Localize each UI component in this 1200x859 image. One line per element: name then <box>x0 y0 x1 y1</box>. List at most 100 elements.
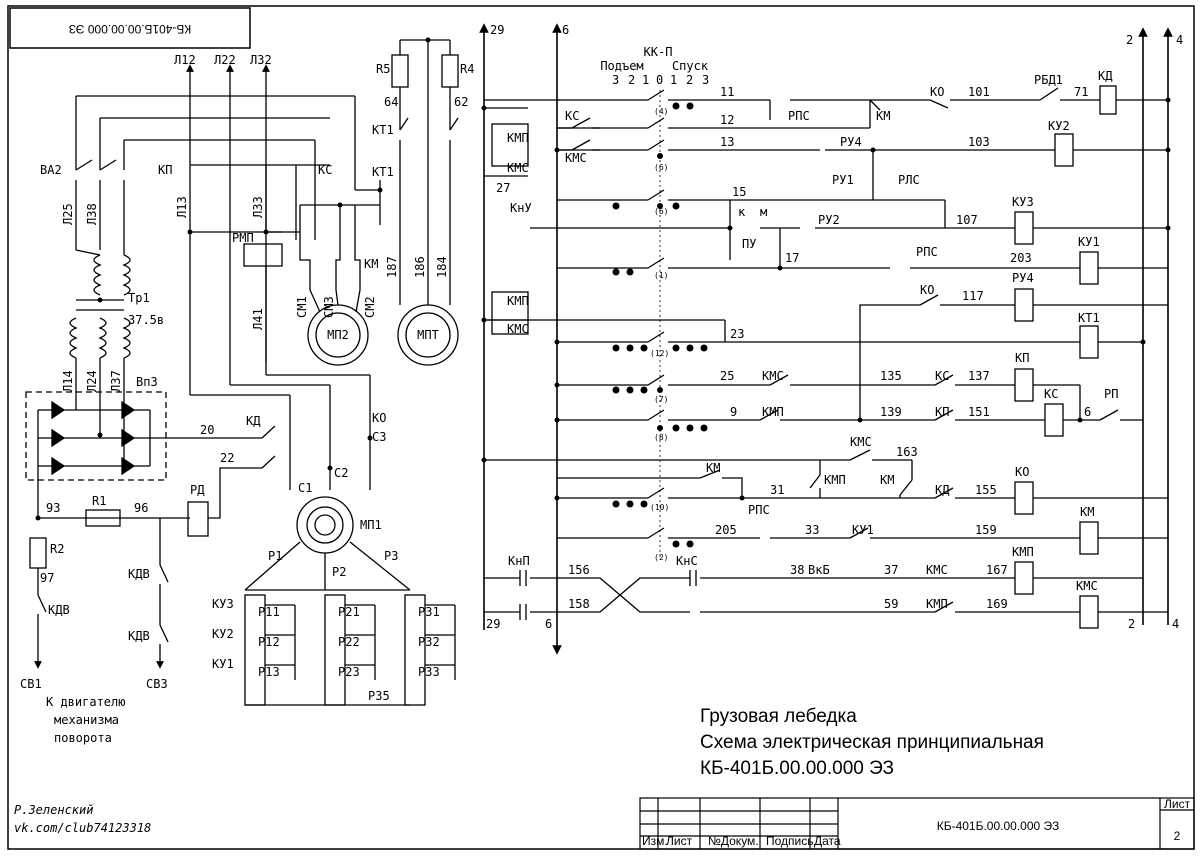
label-l22: Л22 <box>214 53 236 67</box>
tb-code: КБ-401Б.00.00.000 ЭЗ <box>937 819 1060 833</box>
label-12: 12 <box>720 113 734 127</box>
label-101: 101 <box>968 85 990 99</box>
label-p21: Р21 <box>338 605 360 619</box>
controller-pos-2: 1 <box>642 73 649 87</box>
label-km: КМ <box>364 257 378 271</box>
label-rls: РЛС <box>898 173 920 187</box>
label-205: 205 <box>715 523 737 537</box>
label-107: 107 <box>956 213 978 227</box>
label-15: 15 <box>732 185 746 199</box>
power-circuit <box>25 39 459 706</box>
label-ko-2: КО <box>920 283 934 297</box>
label-ku2: КУ2 <box>212 627 234 641</box>
label-p12: Р12 <box>258 635 280 649</box>
label-sec-12: (12) <box>650 349 669 358</box>
label-187: 187 <box>385 256 399 278</box>
label-mp1: МП1 <box>360 518 382 532</box>
label-rps-2: РПС <box>916 245 938 259</box>
label-ru4-a: РУ4 <box>840 135 862 149</box>
control-labels: КМП КМС КС КМС 27 КнУ КМП КМС КнП КнС (4… <box>496 69 1118 611</box>
label-37: 37 <box>884 563 898 577</box>
label-kd-coil: КД <box>1098 69 1113 83</box>
label-13: 13 <box>720 135 734 149</box>
label-knc: КнС <box>676 554 698 568</box>
label-kp-2: КП <box>935 405 949 419</box>
label-64: 64 <box>384 95 398 109</box>
tb-sheet-label: Лист <box>1164 797 1191 811</box>
label-c1: С1 <box>298 481 312 495</box>
label-tr1: Тр1 <box>128 291 150 305</box>
label-kms-6: КМС <box>926 563 948 577</box>
label-kdv-2: КДВ <box>128 567 150 581</box>
label-sec-7: (7) <box>654 395 668 404</box>
label-sec-1: (1) <box>654 271 668 280</box>
label-knp: КнП <box>508 554 530 568</box>
tb-sheet-number: 2 <box>1174 829 1181 843</box>
label-pu: ПУ <box>742 237 756 251</box>
label-ku1-b: КУ1 <box>852 523 874 537</box>
tb-col-date: Дата <box>814 834 841 848</box>
label-156: 156 <box>568 563 590 577</box>
label-kmp-5: КМП <box>926 597 948 611</box>
label-kms-2: КМС <box>565 151 587 165</box>
label-ku1: КУ1 <box>212 657 234 671</box>
label-k: к <box>738 205 746 219</box>
label-151: 151 <box>968 405 990 419</box>
label-p23: Р23 <box>338 665 360 679</box>
label-sec-10: (10) <box>650 503 669 512</box>
label-kms-4: КМС <box>762 369 784 383</box>
controller-pos-3: 0 <box>656 73 663 87</box>
label-kmp-3: КМП <box>762 405 784 419</box>
label-kmp-4: КМП <box>824 473 846 487</box>
label-l12: Л12 <box>174 53 196 67</box>
bus-2-bottom: 2 <box>1128 617 1135 631</box>
label-ku3: КУ3 <box>212 597 234 611</box>
bus-29-top: 29 <box>490 23 504 37</box>
label-km-1: КМ <box>876 109 890 123</box>
label-r1: R1 <box>92 494 106 508</box>
note-line-3: поворота <box>54 731 112 745</box>
label-9: 9 <box>730 405 737 419</box>
tb-col-docnum: №Докум. <box>708 834 759 848</box>
label-23: 23 <box>730 327 744 341</box>
label-rps-3: РПС <box>748 503 770 517</box>
controller-cam-dots <box>481 97 1171 548</box>
label-kms-1: КМС <box>507 161 529 175</box>
bus-6-top: 6 <box>562 23 569 37</box>
label-rps-1: РПС <box>788 109 810 123</box>
label-ks: КС <box>318 163 332 177</box>
label-rbd1: РБД1 <box>1034 73 1063 87</box>
label-l37: Л37 <box>109 370 123 392</box>
label-p3: Р3 <box>384 549 398 563</box>
tb-col-list: Лист <box>666 834 693 848</box>
note-line-2: механизма <box>54 713 119 727</box>
label-184: 184 <box>435 256 449 278</box>
label-kp-coil: КП <box>1015 351 1029 365</box>
label-cv1: СВ1 <box>20 677 42 691</box>
controller-pos-6: 3 <box>702 73 709 87</box>
label-p11: Р11 <box>258 605 280 619</box>
label-rd: РД <box>190 483 205 497</box>
label-135: 135 <box>880 369 902 383</box>
title-line-3: КБ-401Б.00.00.000 ЭЗ <box>700 758 894 779</box>
controller-pos-0: 3 <box>612 73 619 87</box>
label-103: 103 <box>968 135 990 149</box>
label-71: 71 <box>1074 85 1088 99</box>
label-ba2: ВА2 <box>40 163 62 177</box>
label-169: 169 <box>986 597 1008 611</box>
title-block <box>639 797 1195 850</box>
tb-col-sign: Подпись <box>766 834 814 848</box>
label-37-5v: 37.5в <box>128 313 164 327</box>
stamp-code: КБ-401Б.00.00.000 ЭЗ <box>69 22 192 36</box>
controller-name: КК-П <box>644 45 673 59</box>
label-ko-coil: КО <box>1015 465 1029 479</box>
label-27: 27 <box>496 181 510 195</box>
label-96: 96 <box>134 501 148 515</box>
label-kp: КП <box>158 163 172 177</box>
label-p22: Р22 <box>338 635 360 649</box>
label-33: 33 <box>805 523 819 537</box>
label-km-3: КМ <box>880 473 894 487</box>
label-vp3: Вп3 <box>136 375 158 389</box>
label-ku2-coil: КУ2 <box>1048 119 1070 133</box>
label-kms-3: КМС <box>507 322 529 336</box>
